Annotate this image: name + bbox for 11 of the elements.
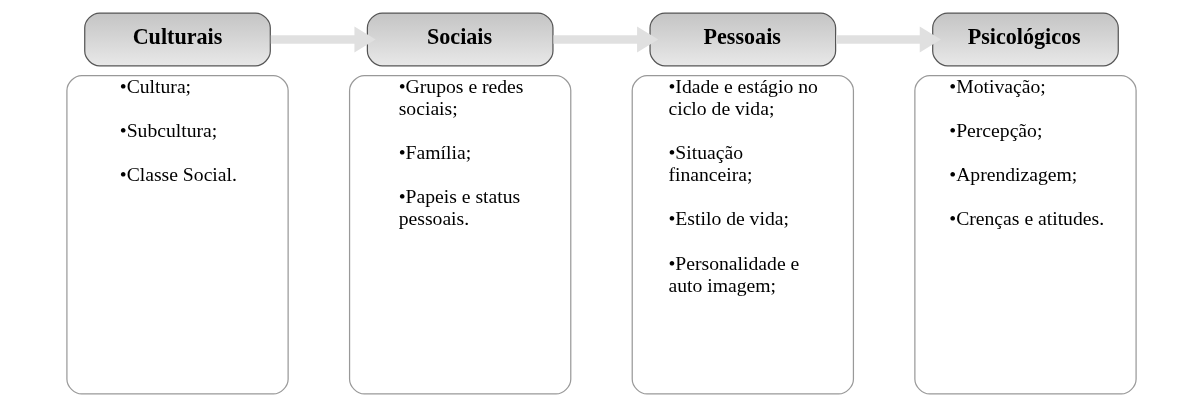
node-box: Psicológicos — [932, 12, 1119, 67]
arrow — [553, 26, 659, 53]
node-box: Sociais — [366, 12, 554, 67]
arrow — [836, 26, 941, 53]
node-box: •Idade e estágio no ciclo de vida; •Situação financeira; •Estilo de vida; •Personalidade e auto imagem; — [631, 75, 855, 395]
node-box: •Grupos e redes sociais; •Família; •Papeis e status pessoais. — [348, 75, 572, 395]
node-box: •Motivação; •Percepção; •Aprendizagem; •Crenças e atitudes. — [914, 75, 1137, 395]
node-box: Culturais — [84, 12, 271, 67]
node-box: Pessoais — [649, 12, 837, 67]
arrow — [270, 26, 376, 53]
node-box: •Cultura; •Subcultura; •Classe Social. — [66, 75, 289, 395]
